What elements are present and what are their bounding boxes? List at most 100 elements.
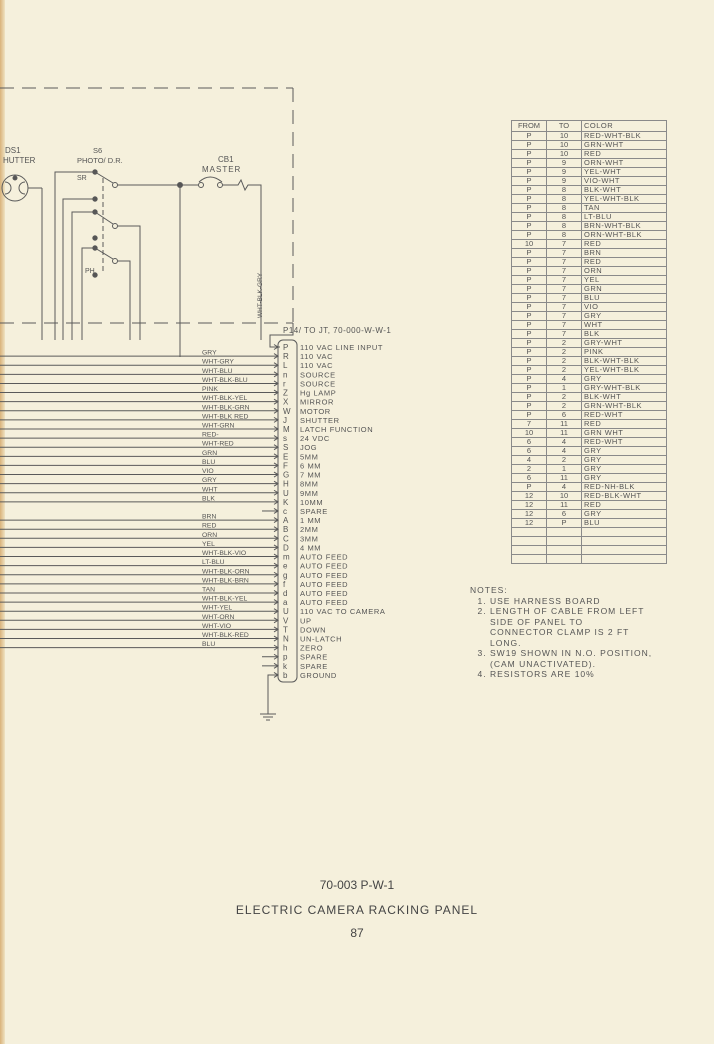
arrow-icon bbox=[273, 544, 279, 551]
pin-function: SHUTTER bbox=[300, 416, 340, 425]
wire-color-label: WHT-BLU bbox=[202, 368, 233, 375]
arrow-icon bbox=[273, 426, 279, 432]
pin-function: DOWN bbox=[300, 625, 326, 634]
pin-function: UP bbox=[300, 616, 312, 625]
pin-letter: D bbox=[283, 543, 289, 552]
pin-letter: R bbox=[283, 352, 289, 361]
empty-cell bbox=[511, 527, 547, 537]
empty-cell bbox=[511, 545, 547, 555]
pin-function: 3MM bbox=[300, 534, 318, 543]
arrow-icon bbox=[273, 508, 279, 514]
wire-color-label: YEL bbox=[202, 541, 215, 548]
empty-cell bbox=[546, 536, 582, 546]
pin-function: 7 MM bbox=[300, 471, 321, 480]
col-to: TO bbox=[546, 120, 582, 132]
arrow-icon bbox=[273, 416, 279, 423]
wire-color-label: WHT-BLK-YEL bbox=[202, 596, 248, 603]
pin-function: Hg LAMP bbox=[300, 389, 336, 398]
pin-letter: a bbox=[283, 598, 288, 607]
pin-function: 10MM bbox=[300, 498, 323, 507]
empty-table-row bbox=[511, 545, 667, 555]
pin-function: AUTO FEED bbox=[300, 580, 348, 589]
pin-function: AUTO FEED bbox=[300, 571, 348, 580]
wire-color-label: WHT-BLK-RED bbox=[202, 632, 249, 639]
arrow-icon bbox=[273, 471, 279, 478]
pin-letter: X bbox=[283, 398, 289, 407]
wire-color-label: WHT-BLK-VIO bbox=[202, 550, 246, 557]
wire-color-label: BLU bbox=[202, 459, 215, 466]
note-item: LENGTH OF CABLE FROM LEFT SIDE OF PANEL … bbox=[490, 606, 650, 648]
page-edge bbox=[0, 0, 5, 1044]
empty-cell bbox=[511, 554, 547, 564]
arrow-icon bbox=[273, 380, 279, 387]
s6-name: PHOTO/ D.R. bbox=[77, 156, 123, 165]
wire-color-label: LT-BLU bbox=[202, 559, 225, 566]
wire-color-label: WHT-YEL bbox=[202, 605, 232, 612]
pin-function: 110 VAC bbox=[300, 352, 333, 361]
wire-color-label: BLK bbox=[202, 495, 215, 502]
pin-function: 5MM bbox=[300, 452, 318, 461]
pin-letter: g bbox=[283, 571, 287, 580]
arrow-icon bbox=[273, 407, 279, 414]
pin-letter: U bbox=[283, 489, 289, 498]
pin-letter: B bbox=[283, 525, 288, 534]
pin-function: JOG bbox=[300, 443, 317, 452]
arrow-icon bbox=[273, 462, 279, 469]
arrow-icon bbox=[273, 398, 279, 405]
arrow-icon bbox=[273, 580, 279, 587]
pin-letter: p bbox=[283, 653, 288, 662]
pin-letter: H bbox=[283, 480, 289, 489]
s6-label: S6 bbox=[93, 146, 102, 155]
pin-letter: e bbox=[283, 562, 288, 571]
arrow-icon bbox=[273, 480, 279, 487]
pin-letter: c bbox=[283, 507, 287, 516]
pin-letter: L bbox=[283, 361, 288, 370]
wire-color-label: WHT-BLK-GRN bbox=[202, 404, 250, 411]
pin-letter: b bbox=[283, 671, 288, 680]
pin-letter: A bbox=[283, 516, 289, 525]
arrow-icon bbox=[273, 635, 279, 642]
arrow-icon bbox=[273, 626, 279, 633]
arrow-icon bbox=[273, 599, 279, 606]
note-item: USE HARNESS BOARD bbox=[490, 596, 660, 607]
wire-color-label: WHT-BLK-BLU bbox=[202, 377, 248, 384]
arrow-icon bbox=[273, 435, 279, 442]
note-item: RESISTORS ARE 10% bbox=[490, 669, 660, 680]
to-cell: P bbox=[546, 518, 582, 528]
arrow-icon bbox=[273, 489, 279, 496]
pin-function: AUTO FEED bbox=[300, 598, 348, 607]
pin-function: 110 VAC bbox=[300, 361, 333, 370]
color-cell: BLU bbox=[581, 518, 667, 528]
pin-function: SPARE bbox=[300, 507, 328, 516]
drawing-title: ELECTRIC CAMERA RACKING PANEL bbox=[235, 903, 479, 917]
wire-color-label: WHT-RED bbox=[202, 441, 234, 448]
pin-letter: N bbox=[283, 635, 289, 644]
arrow-icon bbox=[273, 344, 279, 350]
arrow-icon bbox=[273, 562, 279, 569]
drawing-number: 70-003 P-W-1 bbox=[319, 878, 395, 892]
ground-symbol bbox=[260, 674, 278, 721]
arrow-icon bbox=[273, 371, 279, 378]
ph-label: PH bbox=[85, 268, 95, 275]
empty-cell bbox=[581, 536, 667, 546]
arrow-icon bbox=[273, 553, 279, 560]
arrow-icon bbox=[273, 362, 279, 369]
pin-letter: K bbox=[283, 498, 289, 507]
cb1-breaker-symbol bbox=[177, 176, 262, 357]
pin-function: AUTO FEED bbox=[300, 589, 348, 598]
pin-letter: P bbox=[283, 343, 288, 352]
s6-switch-symbol bbox=[54, 169, 198, 340]
pin-letter: s bbox=[283, 434, 287, 443]
pin-function: SOURCE bbox=[300, 370, 336, 379]
pin-letter: C bbox=[283, 534, 289, 543]
arrow-icon bbox=[273, 498, 279, 505]
pin-letter: n bbox=[283, 370, 287, 379]
pin-function: 2MM bbox=[300, 525, 318, 534]
empty-cell bbox=[581, 554, 667, 564]
note-item: SW19 SHOWN IN N.O. POSITION, (CAM UNACTI… bbox=[490, 648, 660, 669]
pin-letter: m bbox=[283, 553, 290, 562]
wire-color-label: WHT-GRN bbox=[202, 422, 235, 429]
wire-color-label: TAN bbox=[202, 586, 215, 593]
